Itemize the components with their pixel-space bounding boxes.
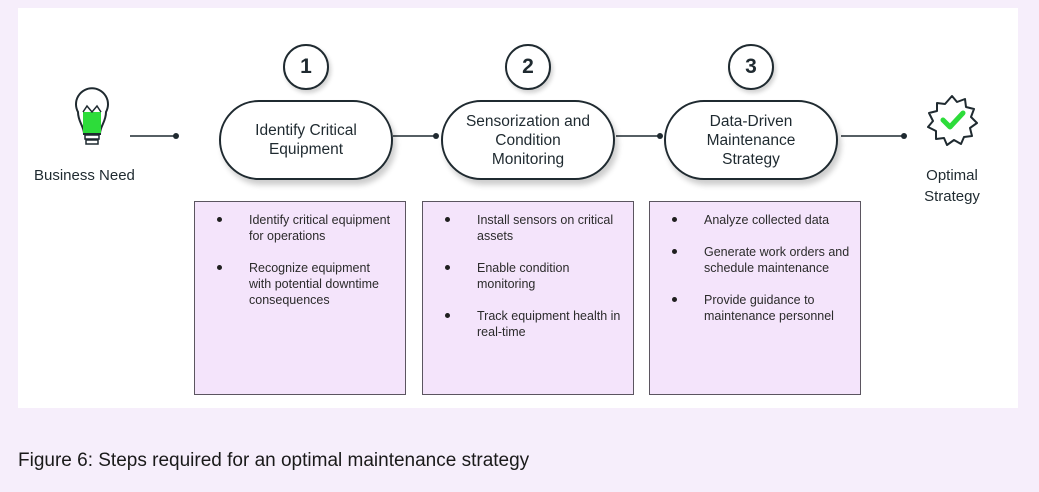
step-number-3: 3	[728, 44, 774, 90]
connector-dot	[657, 133, 663, 139]
start-label: Business Need	[34, 167, 135, 184]
step-details-2: Install sensors on critical assets Enabl…	[422, 201, 634, 395]
connector-dot	[901, 133, 907, 139]
bullet-list: Analyze collected data Generate work ord…	[672, 212, 850, 324]
caption-text: Steps required for an optimal maintenanc…	[92, 450, 530, 471]
gear-check-icon	[927, 95, 978, 146]
list-item: Analyze collected data	[672, 212, 850, 228]
caption-prefix: Figure 6:	[18, 450, 93, 471]
end-label: Optimal Strategy	[910, 165, 994, 207]
list-item: Track equipment health in real-time	[445, 308, 623, 340]
end-label-line2: Strategy	[924, 188, 980, 205]
end-label-line1: Optimal	[926, 167, 978, 184]
step-title-3: Data-Driven Maintenance Strategy	[664, 100, 838, 180]
list-item: Install sensors on critical assets	[445, 212, 623, 244]
figure-caption: Figure 6: Steps required for an optimal …	[18, 450, 529, 472]
lightbulb-icon	[75, 87, 109, 145]
step-number-1: 1	[283, 44, 329, 90]
bullet-list: Install sensors on critical assets Enabl…	[445, 212, 623, 340]
list-item: Enable condition monitoring	[445, 260, 623, 292]
connector-dot	[433, 133, 439, 139]
step-number-2: 2	[505, 44, 551, 90]
list-item: Generate work orders and schedule mainte…	[672, 244, 850, 276]
list-item: Identify critical equipment for operatio…	[217, 212, 395, 244]
connector-dot	[173, 133, 179, 139]
list-item: Provide guidance to maintenance personne…	[672, 292, 850, 324]
step-title-1: Identify Critical Equipment	[219, 100, 393, 180]
bullet-list: Identify critical equipment for operatio…	[217, 212, 395, 308]
list-item: Recognize equipment with potential downt…	[217, 260, 395, 308]
step-details-1: Identify critical equipment for operatio…	[194, 201, 406, 395]
step-title-2: Sensorization and Condition Monitoring	[441, 100, 615, 180]
step-details-3: Analyze collected data Generate work ord…	[649, 201, 861, 395]
